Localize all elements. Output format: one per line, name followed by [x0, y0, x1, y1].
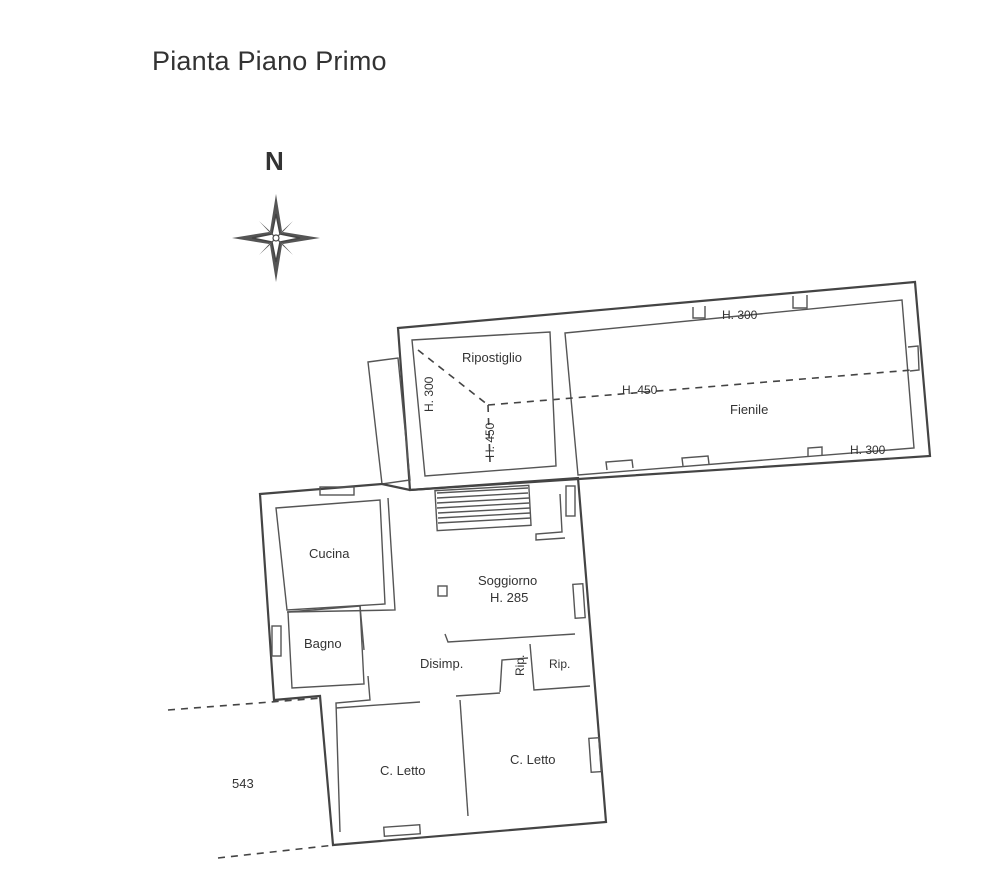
window [588, 736, 602, 774]
room-label-letto-a: C. Letto [380, 763, 426, 778]
window [572, 582, 586, 620]
parcel-boundary-top [167, 697, 323, 711]
north-label: N [265, 146, 284, 176]
ripostiglio-vertical [487, 404, 491, 463]
room-label-soggiorno: Soggiorno [478, 573, 537, 588]
room-label-ripostiglio: Ripostiglio [462, 350, 522, 365]
height-label-ripostiglio-left: H. 300 [422, 376, 436, 412]
ripostiglio-diagonal [417, 349, 489, 406]
ridge-line [487, 369, 913, 406]
window [383, 824, 422, 837]
parcel-boundary-bottom [217, 844, 336, 859]
compass-rose-icon [232, 194, 320, 282]
height-label-fienile-top: H. 300 [722, 308, 758, 322]
house-block [258, 476, 608, 847]
room-label-bagno: Bagno [304, 636, 342, 651]
room-label-rip-b: Rip. [549, 657, 570, 671]
room-height-soggiorno: H. 285 [490, 590, 528, 605]
fienile-block [396, 280, 932, 492]
room-label-letto-b: C. Letto [510, 752, 556, 767]
height-label-ripostiglio-mid: H. 450 [483, 422, 497, 458]
room-label-fienile: Fienile [730, 402, 768, 417]
pillar [437, 585, 448, 597]
ripostiglio-block [367, 331, 557, 485]
room-label-rip-a: Rip. [513, 655, 527, 676]
height-label-fienile-mid: H. 450 [622, 383, 658, 397]
plan-title: Pianta Piano Primo [152, 46, 387, 76]
staircase [434, 484, 532, 532]
window [319, 486, 355, 496]
room-label-cucina: Cucina [309, 546, 350, 561]
room-label-disimp: Disimp. [420, 656, 463, 671]
parcel-number: 543 [232, 776, 254, 791]
window [271, 625, 282, 657]
height-label-fienile-bottom: H. 300 [850, 443, 886, 457]
window [565, 485, 576, 517]
